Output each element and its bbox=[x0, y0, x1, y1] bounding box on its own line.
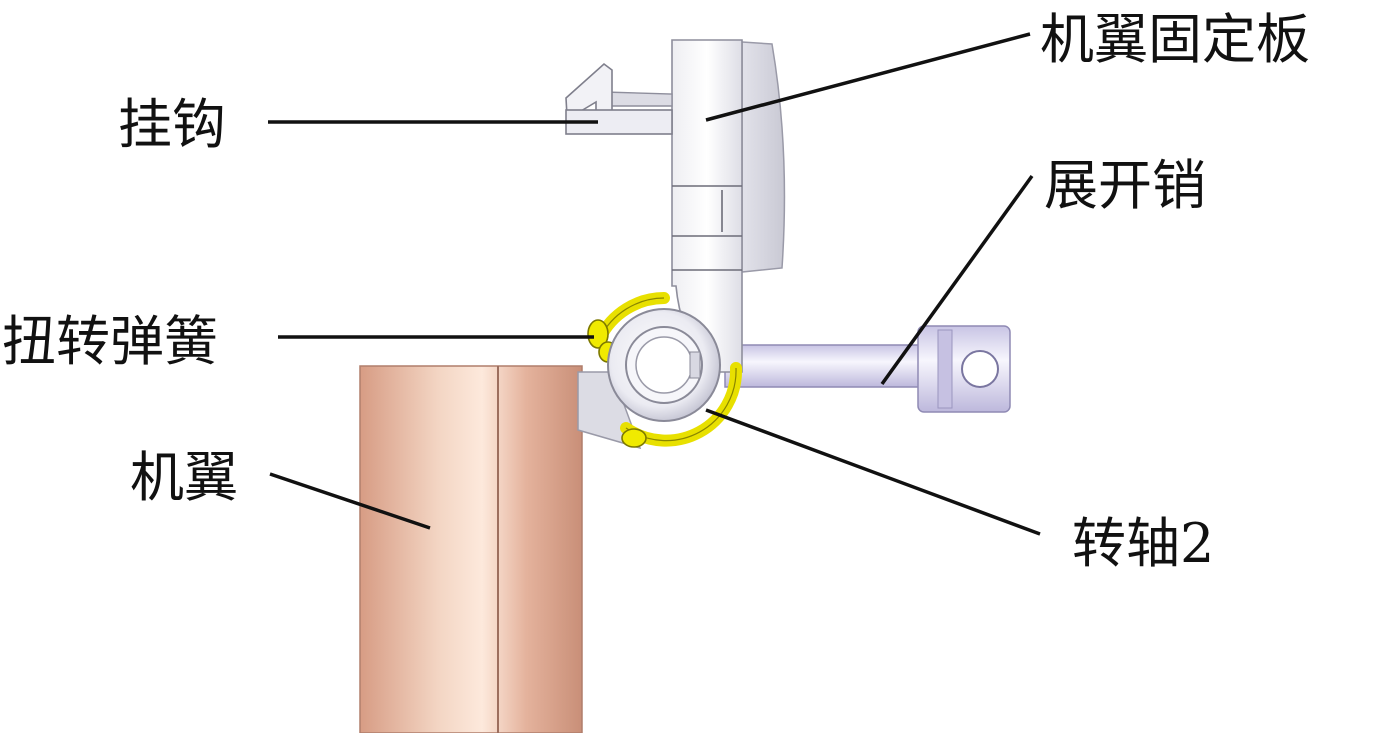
leader-wing bbox=[269, 472, 431, 530]
wing bbox=[359, 365, 583, 733]
leader-pivot-shaft bbox=[705, 408, 1041, 536]
label-wing-mount-plate: 机翼固定板 bbox=[1040, 8, 1310, 71]
label-deploy-pin: 展开销 bbox=[1044, 154, 1206, 217]
wing-mount-plate bbox=[671, 39, 786, 373]
label-torsion-spring: 扭转弹簧 bbox=[2, 310, 218, 373]
leader-deploy-pin bbox=[880, 174, 1034, 386]
label-wing: 机翼 bbox=[130, 446, 238, 509]
label-pivot-shaft: 转轴2 bbox=[1072, 512, 1214, 575]
pivot-shaft bbox=[607, 308, 721, 422]
deploy-pin bbox=[724, 325, 1011, 413]
leader-wing-mount-plate bbox=[705, 32, 1031, 122]
label-hook: 挂钩 bbox=[118, 93, 226, 156]
